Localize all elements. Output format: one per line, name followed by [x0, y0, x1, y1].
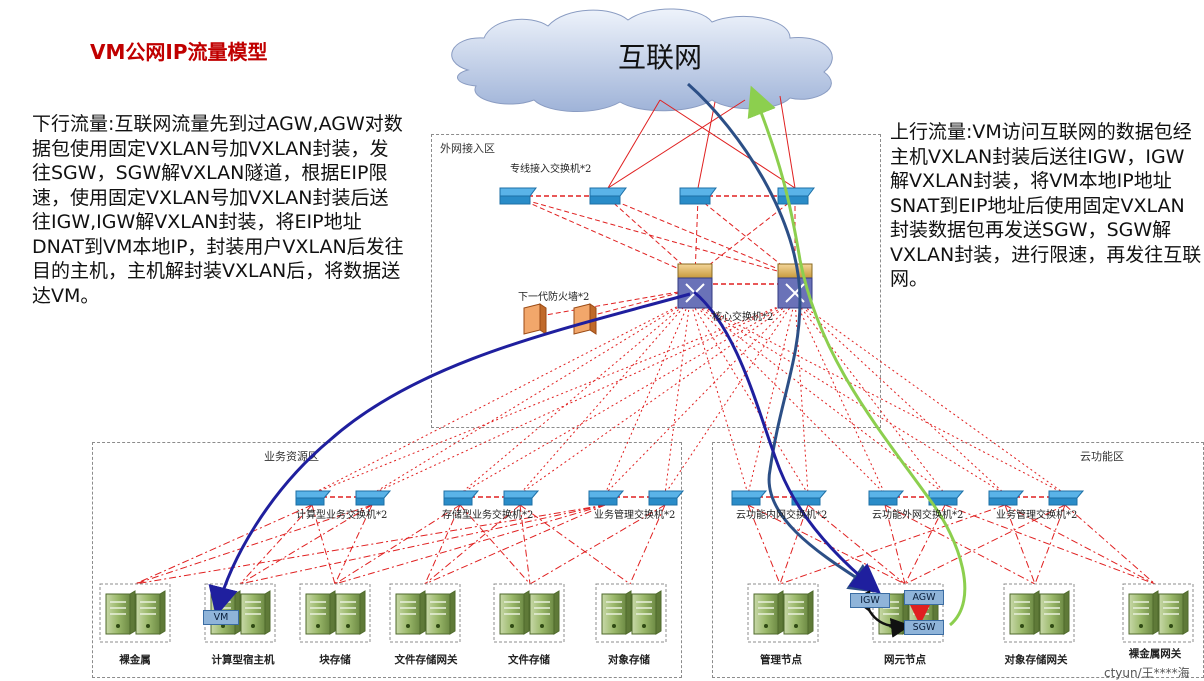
core-switch-label: 核心交换机*2 [712, 312, 774, 323]
vm-to-igw-path [693, 290, 881, 594]
compute-switch-label: 计算型业务交换机*2 [296, 510, 388, 521]
switch-icon [589, 187, 627, 205]
switch-icon [355, 490, 392, 506]
agw-tag: AGW [904, 590, 944, 605]
external-access-zone [431, 134, 881, 428]
server-group-box [1122, 583, 1194, 643]
switch-icon [503, 490, 540, 506]
storage-switch-label: 存储型业务交换机*2 [442, 510, 534, 521]
switch-icon [588, 490, 625, 506]
server-icon [783, 590, 814, 635]
external-access-zone-label: 外网接入区 [440, 142, 495, 155]
firewall-icon [523, 303, 547, 335]
server-icon [335, 590, 366, 635]
server-group-box [493, 583, 565, 643]
sgw-tag: SGW [904, 620, 944, 635]
node-label: 裸金属网关 [1128, 648, 1182, 660]
node-label: 文件存储 [508, 654, 550, 666]
server-group-box [99, 583, 171, 643]
watermark: ctyun/王****海 [1104, 666, 1190, 680]
switch-icon [648, 490, 685, 506]
switch-icon [731, 490, 768, 506]
cloud-mgmt-switch-label: 业务管理交换机*2 [996, 510, 1078, 521]
node-label: 对象存储 [608, 654, 650, 666]
upstream-traffic-path [747, 85, 967, 627]
core-switches [677, 263, 813, 309]
business-resource-zone [92, 442, 682, 678]
server-icon [1009, 590, 1040, 635]
server-icon [499, 590, 530, 635]
cloud-ext-switch-label: 云功能外网交换机*2 [872, 510, 964, 521]
page-title: VM公网IP流量模型 [90, 40, 268, 64]
server-icon [240, 590, 271, 635]
downstream-traffic-path [687, 82, 880, 593]
access-switches [295, 490, 1085, 506]
node-label: 文件存储网关 [394, 654, 458, 666]
server-icon [601, 590, 632, 635]
switch-icon [443, 490, 480, 506]
server-icon [305, 590, 336, 635]
node-label: 裸金属 [119, 654, 151, 666]
node-label: 对象存储网关 [1004, 654, 1068, 666]
switch-icon [777, 187, 815, 205]
node-label: 管理节点 [760, 654, 802, 666]
switch-icon [791, 490, 828, 506]
upstream-description: 上行流量:VM访问互联网的数据包经主机VXLAN封装后送往IGW，IGW解VXL… [890, 121, 1202, 290]
server-icon [105, 590, 136, 635]
node-label: 网元节点 [884, 654, 926, 666]
core-switch-icon [677, 263, 713, 309]
server-icon [631, 590, 662, 635]
vm-tag: VM [203, 610, 239, 625]
biz-mgmt-switch-label: 业务管理交换机*2 [594, 510, 676, 521]
server-icon [425, 590, 456, 635]
cloud-function-zone-label: 云功能区 [1080, 450, 1124, 463]
server-group-box [299, 583, 371, 643]
cloud-access-switch-label: 云功能内网交换机*2 [736, 510, 828, 521]
switch-icon [679, 187, 717, 205]
server-icon [1128, 590, 1159, 635]
internet-cloud [451, 8, 833, 112]
server-icon [753, 590, 784, 635]
switch-icon [499, 187, 537, 205]
server-group-box [1003, 583, 1075, 643]
server-groups [99, 583, 1194, 643]
business-resource-zone-label: 业务资源区 [264, 450, 319, 463]
server-icon [135, 590, 166, 635]
internet-links [607, 95, 796, 189]
server-group-box [747, 583, 819, 643]
downstream-description: 下行流量:互联网流量先到过AGW,AGW对数据包使用固定VXLAN号加VXLAN… [32, 113, 404, 307]
igw-tag: IGW [850, 593, 890, 608]
vm-inbound-path [208, 292, 691, 617]
switch-icon [988, 490, 1025, 506]
switch-icon [295, 490, 332, 506]
distribution-links [311, 299, 1066, 495]
switch-icon [928, 490, 965, 506]
server-icon [1039, 590, 1070, 635]
server-group-box [389, 583, 461, 643]
server-icon [1158, 590, 1189, 635]
firewall-label: 下一代防火墙*2 [518, 292, 590, 303]
node-label: 计算型宿主机 [211, 654, 275, 666]
igw-sgw-path [852, 590, 911, 638]
switch-icon [1048, 490, 1085, 506]
internet-label: 互联网 [618, 41, 703, 74]
server-icon [395, 590, 426, 635]
switch-icon [868, 490, 905, 506]
server-icon [529, 590, 560, 635]
server-group-box [595, 583, 667, 643]
node-label: 块存储 [319, 654, 351, 666]
dedicated-switch-label: 专线接入交换机*2 [510, 164, 592, 175]
